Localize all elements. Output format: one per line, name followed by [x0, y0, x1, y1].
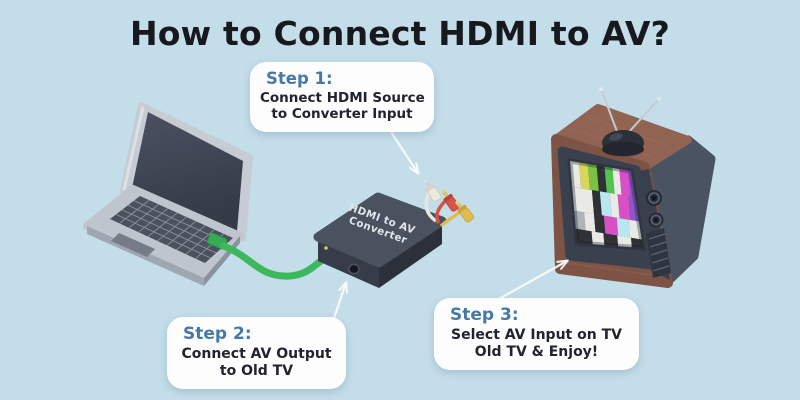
converter-top-face	[313, 192, 447, 268]
step3-arrow	[495, 259, 569, 302]
tv-screen-shading	[567, 158, 646, 251]
step1-text-line2: to Converter Input	[271, 106, 413, 123]
antenna-rod-right	[627, 98, 660, 134]
laptop-trackpad	[111, 233, 155, 257]
step3-text-line2: Old TV & Enjoy!	[474, 344, 599, 361]
laptop-lid-edge-highlight	[122, 106, 145, 191]
callout-arrows	[331, 127, 569, 323]
converter-left-face	[318, 237, 379, 288]
old-tv	[551, 87, 716, 288]
rca-plug-red	[441, 189, 460, 212]
hdmi-cable-wire	[219, 242, 334, 280]
antenna-rod-left	[600, 88, 619, 135]
step1-text-line1: Connect HDMI Source	[260, 90, 425, 106]
rca-plug-yellow	[455, 200, 474, 223]
laptop-illustration	[83, 102, 253, 286]
step2-label: Step 2:	[183, 324, 252, 344]
step1-callout: Step 1: Connect HDMI Source to Converter…	[250, 62, 434, 132]
step2-callout: Step 2: Connect AV Output to Old TV	[167, 317, 346, 390]
rca-plug-white	[424, 179, 442, 202]
laptop-screen	[132, 112, 243, 231]
rca-cables	[424, 179, 474, 228]
converter-box: HDMI to AV Converter	[313, 192, 447, 288]
converter-av-port	[348, 263, 360, 275]
tv-antenna	[599, 87, 661, 157]
step2-text-line2: to Old TV	[219, 363, 294, 380]
step3-label: Step 3:	[450, 305, 519, 325]
step1-arrow	[387, 127, 420, 175]
converter-right-face	[379, 221, 442, 288]
page-title: How to Connect HDMI to AV?	[129, 14, 671, 53]
step2-arrow	[331, 281, 348, 323]
tv-speaker-grille	[646, 228, 671, 278]
tv-knob-bottom	[648, 212, 664, 228]
step3-callout: Step 3: Select AV Input on TV Old TV & E…	[434, 298, 639, 371]
step2-text-line1: Connect AV Output	[181, 346, 332, 362]
step1-label: Step 1:	[266, 69, 333, 88]
tv-knob-top	[646, 190, 662, 206]
step3-text-line1: Select AV Input on TV	[451, 327, 622, 343]
converter-led	[324, 246, 328, 250]
